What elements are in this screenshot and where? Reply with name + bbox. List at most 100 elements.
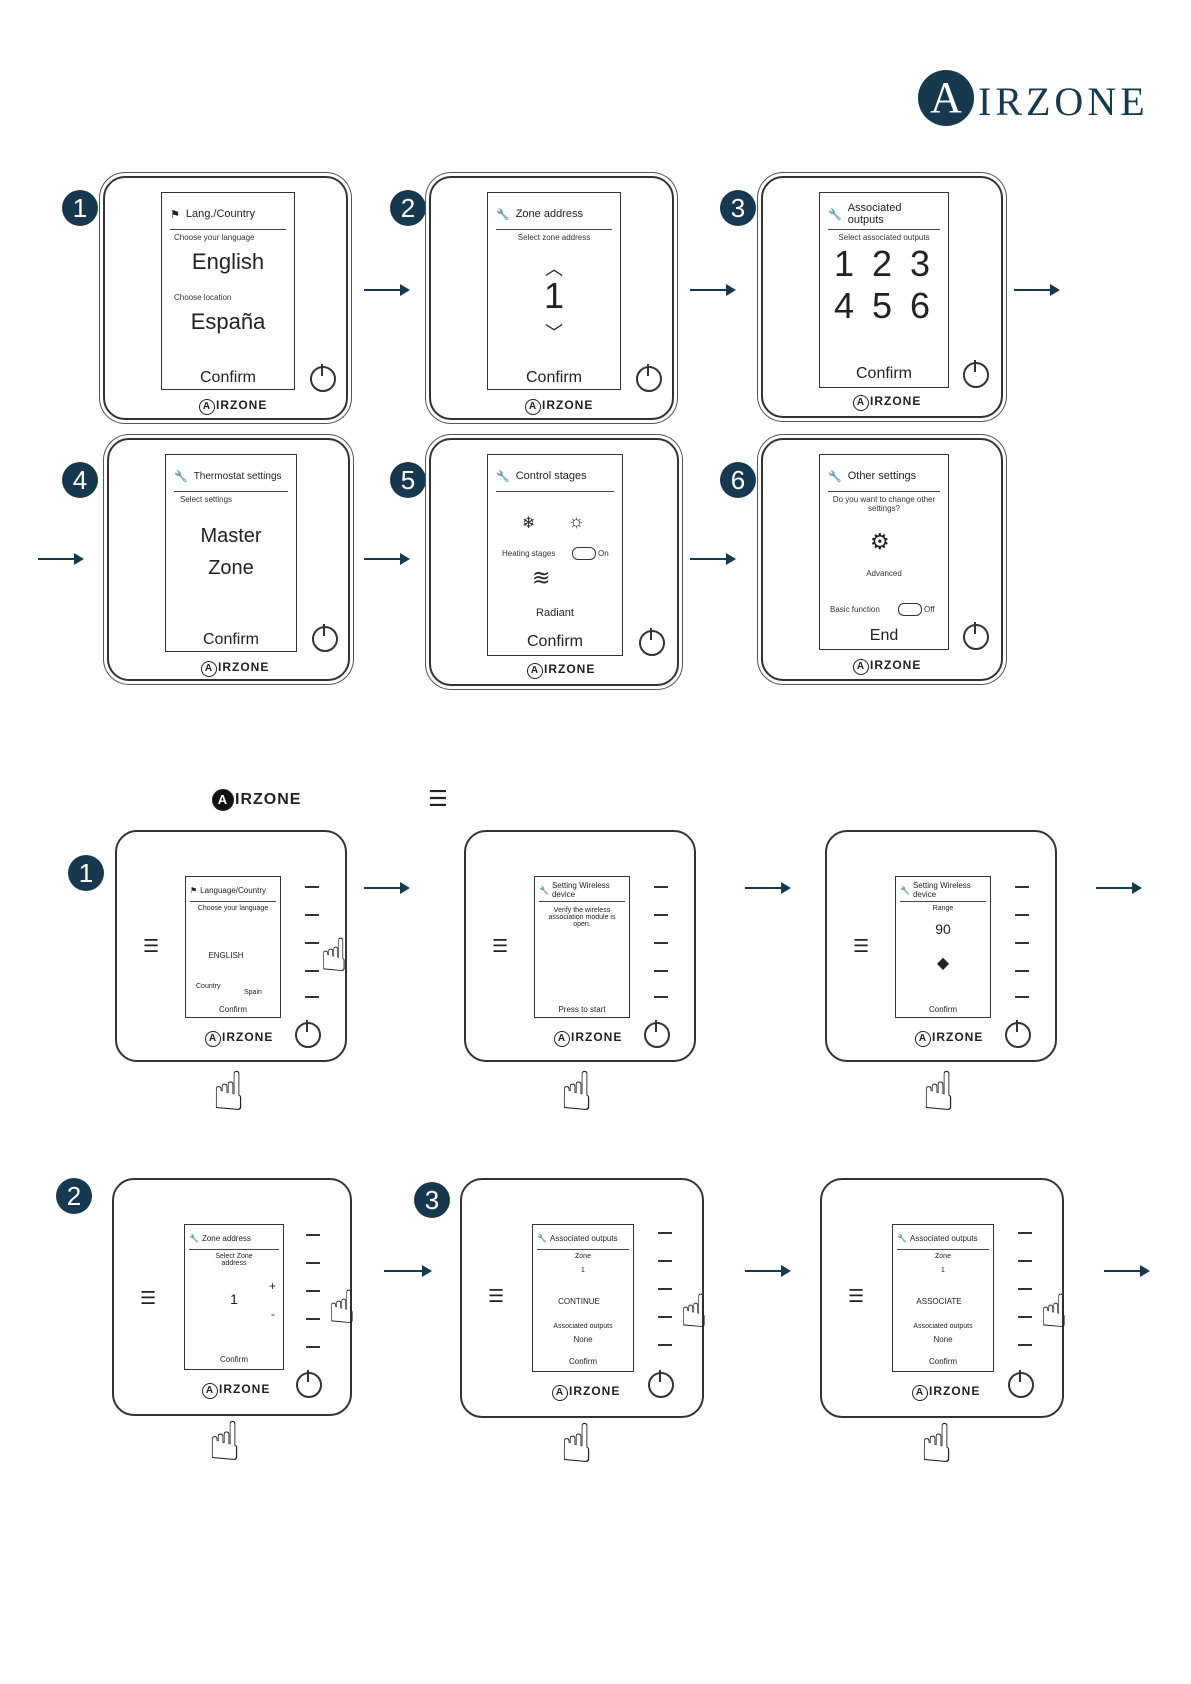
side-button[interactable]	[306, 1290, 320, 1292]
side-button[interactable]	[1018, 1260, 1032, 1262]
side-button[interactable]	[658, 1260, 672, 1262]
side-button[interactable]	[1015, 970, 1029, 972]
side-button[interactable]	[1015, 886, 1029, 888]
side-button[interactable]	[654, 996, 668, 998]
side-button[interactable]	[1015, 996, 1029, 998]
side-button[interactable]	[305, 914, 319, 916]
wrench-icon: 🔧	[828, 208, 842, 221]
hand-pointer-icon: ☝	[560, 1062, 593, 1122]
wrench-icon: 🔧	[828, 470, 842, 483]
hand-pointer-icon: ☝	[1040, 1285, 1069, 1337]
power-button[interactable]	[296, 1370, 322, 1398]
side-button[interactable]	[306, 1346, 320, 1348]
menu-icon[interactable]: ☰	[492, 936, 509, 956]
thermostat-device: ☰ 🔧Setting Wireless device Verify the wi…	[464, 830, 696, 1062]
continue-option[interactable]: CONTINUE	[558, 1297, 600, 1306]
step-number: 2	[56, 1178, 92, 1214]
power-button[interactable]	[1005, 1020, 1031, 1048]
side-button[interactable]	[654, 970, 668, 972]
power-button[interactable]	[639, 628, 665, 656]
associated-outputs-label: Associated outputs	[553, 1323, 613, 1330]
side-button[interactable]	[305, 942, 319, 944]
power-button[interactable]	[963, 622, 989, 650]
side-button[interactable]	[658, 1316, 672, 1318]
side-button[interactable]	[1015, 942, 1029, 944]
screen-subtitle: Do you want to change other settings?	[832, 495, 936, 513]
thermostat-screen: 🔧Control stages ❄ ☼ Heating stages On ≋ …	[487, 454, 623, 656]
plus-button[interactable]: +	[269, 1279, 277, 1293]
associate-option[interactable]: ASSOCIATE	[916, 1297, 962, 1306]
screen-subtitle: Select associated outputs	[838, 233, 930, 242]
wrench-icon: 🔧	[539, 885, 549, 895]
step-number: 3	[720, 190, 756, 226]
side-button[interactable]	[305, 886, 319, 888]
power-button[interactable]	[648, 1370, 674, 1398]
arrow-right-icon	[38, 553, 84, 565]
hand-pointer-icon: ☝	[328, 1281, 357, 1333]
wrench-icon: 🔧	[537, 1233, 547, 1243]
menu-icon[interactable]: ☰	[848, 1286, 865, 1306]
menu-icon[interactable]: ☰	[488, 1286, 505, 1306]
basic-toggle[interactable]	[898, 603, 922, 616]
side-button[interactable]	[306, 1318, 320, 1320]
side-button[interactable]	[1015, 914, 1029, 916]
screen-title: Associated outputs	[909, 1233, 978, 1243]
gear-icon[interactable]: ⚙	[870, 529, 890, 554]
screen-title: Setting Wireless device	[551, 881, 610, 899]
toggle-off-label: Off	[924, 605, 935, 614]
screen-title: Language/Country	[200, 885, 266, 895]
screen-subtitle: Select zone address	[517, 233, 591, 242]
chevron-up-icon[interactable]: ︿	[545, 259, 563, 279]
side-button[interactable]	[1018, 1316, 1032, 1318]
side-button[interactable]	[654, 886, 668, 888]
power-button[interactable]	[636, 364, 662, 392]
power-button[interactable]	[963, 360, 989, 388]
screen-subtitle: Select Zone address	[215, 1253, 253, 1267]
press-to-start-label: Press to start	[558, 1005, 606, 1014]
thermostat-screen: ⚑Language/Country Choose your language E…	[185, 876, 281, 1018]
minus-button[interactable]: -	[271, 1307, 275, 1321]
side-button[interactable]	[658, 1344, 672, 1346]
zone-value: 1	[581, 1267, 585, 1274]
menu-icon[interactable]: ☰	[140, 1288, 157, 1308]
setting-master: Master	[200, 525, 262, 547]
heating-toggle[interactable]	[572, 547, 596, 560]
thermostat-device: 🔧Thermostat settings Select settings Mas…	[107, 438, 350, 681]
power-button[interactable]	[1008, 1370, 1034, 1398]
power-button[interactable]	[644, 1020, 670, 1048]
side-button[interactable]	[305, 996, 319, 998]
hand-pointer-icon: ☝	[208, 1412, 241, 1472]
side-button[interactable]	[306, 1262, 320, 1264]
side-button[interactable]	[654, 942, 668, 944]
power-button[interactable]	[310, 364, 336, 392]
thermostat-screen: 🔧 Other settings Do you want to change ot…	[819, 454, 949, 650]
side-button[interactable]	[1018, 1344, 1032, 1346]
side-button[interactable]	[654, 914, 668, 916]
outputs-row: 1 2 3	[833, 243, 935, 284]
thermostat-device: ⚑Lang./Country Choose your language Engl…	[103, 176, 348, 420]
snowflake-icon: ❄	[522, 515, 536, 532]
zone-value: 1	[543, 275, 565, 316]
menu-icon[interactable]: ☰	[143, 936, 160, 956]
power-button[interactable]	[295, 1020, 321, 1048]
thermostat-screen: 🔧Associated outputs Zone 1 CONTINUE Asso…	[532, 1224, 634, 1372]
side-button[interactable]	[306, 1234, 320, 1236]
side-button[interactable]	[1018, 1288, 1032, 1290]
side-button[interactable]	[658, 1288, 672, 1290]
power-button[interactable]	[312, 624, 338, 652]
chevron-down-icon[interactable]: ﹀	[545, 323, 563, 343]
side-button[interactable]	[1018, 1232, 1032, 1234]
zone-label: Zone	[575, 1253, 591, 1260]
confirm-label: Confirm	[219, 1355, 248, 1364]
screen-title: Other settings	[847, 470, 917, 482]
menu-icon[interactable]: ☰	[853, 936, 870, 956]
thermostat-device: 🔧Zone address Select zone address ︿ 1 ﹀ …	[429, 176, 674, 420]
outputs-row: 4 5 6	[833, 285, 935, 326]
side-button[interactable]	[305, 970, 319, 972]
hand-pointer-icon: ☝	[320, 929, 349, 981]
side-button[interactable]	[658, 1232, 672, 1234]
